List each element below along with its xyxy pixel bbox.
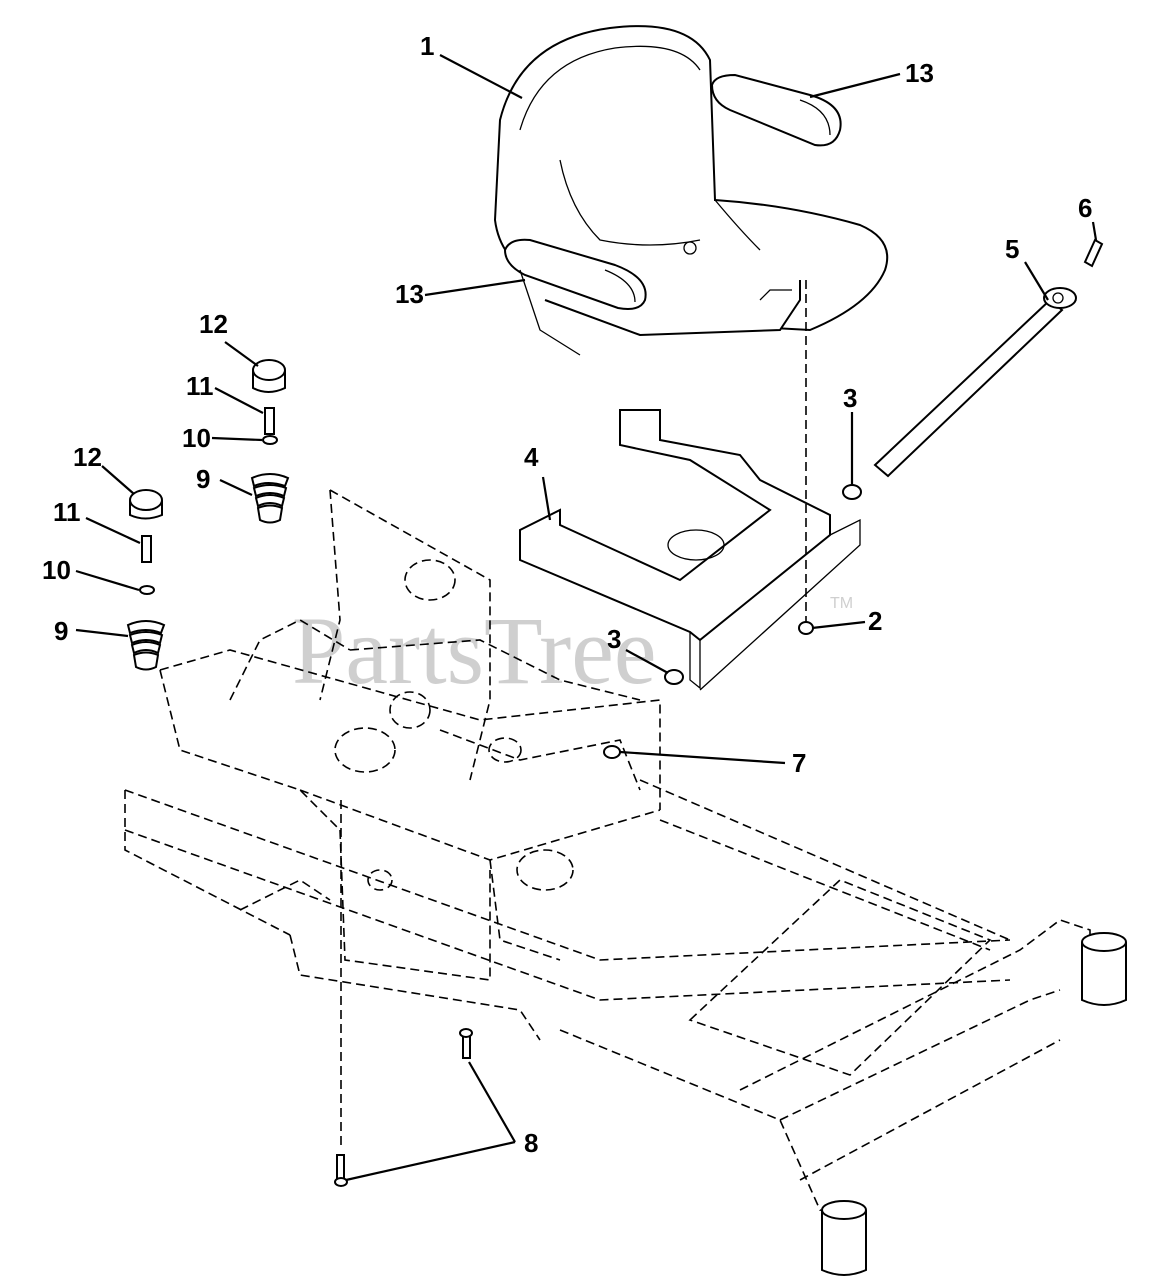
callout-5: 5 (1005, 234, 1019, 264)
spring-9-lower (126, 620, 166, 671)
callout-11-lower: 11 (53, 497, 81, 527)
callout-11-upper: 11 (186, 371, 214, 401)
spring-9-upper (250, 473, 290, 524)
callout-3-upper: 3 (843, 383, 857, 413)
watermark-text: PartsTree (292, 597, 656, 704)
pin-11-lower (141, 535, 152, 563)
callout-13-right: 13 (905, 58, 934, 88)
callout-9-lower: 9 (54, 616, 68, 646)
callout-2: 2 (868, 606, 882, 636)
washer-10-upper (262, 435, 278, 445)
armrest-left (503, 238, 647, 356)
callout-3-lower: 3 (607, 624, 621, 654)
caster-tube-right (1081, 932, 1127, 1006)
bolt-8-front (459, 1028, 473, 1059)
callout-12-upper: 12 (199, 309, 228, 339)
bumper-12-lower (129, 489, 163, 520)
seat (493, 25, 889, 337)
callout-10-upper: 10 (182, 423, 211, 453)
washer-10-lower (139, 585, 155, 595)
bumper-12-upper (252, 359, 286, 393)
callout-13-left: 13 (395, 279, 424, 309)
nut-7 (603, 745, 621, 759)
bolt-6 (1083, 238, 1104, 268)
armrest-right (710, 73, 842, 147)
callout-1: 1 (420, 31, 434, 61)
watermark-tm: TM (830, 595, 853, 612)
callout-4: 4 (524, 442, 539, 472)
nut-2 (798, 280, 814, 635)
pin-11-upper (264, 407, 275, 435)
callout-8: 8 (524, 1128, 538, 1158)
nut-3-lower (664, 669, 684, 685)
pivot-rod (873, 287, 1077, 478)
callout-9-upper: 9 (196, 464, 210, 494)
callout-7: 7 (792, 748, 806, 778)
caster-tube-left (821, 1200, 867, 1276)
leader-lines (75, 54, 1098, 1182)
callout-6: 6 (1078, 193, 1092, 223)
callout-10-lower: 10 (42, 555, 71, 585)
nut-3-upper (842, 484, 862, 500)
callout-12-lower: 12 (73, 442, 102, 472)
seat-plate (519, 409, 861, 691)
bolt-8-rear (334, 800, 348, 1187)
